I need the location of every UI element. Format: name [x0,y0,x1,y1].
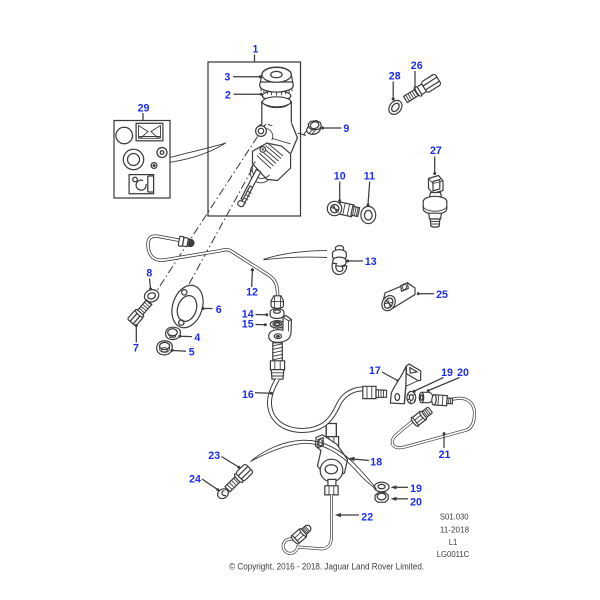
svg-text:23: 23 [208,450,220,462]
svg-text:2: 2 [225,89,231,101]
svg-text:L1: L1 [449,537,458,547]
svg-text:19: 19 [410,483,422,495]
svg-text:4: 4 [194,332,200,344]
svg-text:11: 11 [364,171,375,183]
svg-text:22: 22 [361,512,373,524]
svg-text:24: 24 [189,473,201,485]
svg-text:7: 7 [133,343,139,355]
svg-text:16: 16 [242,389,254,401]
svg-text:1: 1 [253,44,259,56]
svg-text:20: 20 [410,497,422,509]
svg-text:25: 25 [436,289,448,301]
svg-text:8: 8 [146,268,152,280]
svg-text:29: 29 [138,103,150,115]
svg-text:19: 19 [441,367,453,379]
svg-text:27: 27 [430,145,442,157]
svg-text:3: 3 [224,71,230,83]
svg-text:12: 12 [246,287,258,299]
svg-text:9: 9 [343,123,349,135]
svg-text:18: 18 [370,456,382,468]
svg-text:17: 17 [369,365,381,377]
svg-text:15: 15 [242,319,254,331]
svg-text:S01.030: S01.030 [440,512,469,522]
svg-text:26: 26 [411,60,423,72]
svg-text:6: 6 [216,304,222,316]
svg-text:© Copyright, 2016 - 2018. Jagu: © Copyright, 2016 - 2018. Jaguar Land Ro… [229,561,424,571]
svg-text:13: 13 [365,256,377,268]
svg-text:21: 21 [439,449,451,461]
svg-text:28: 28 [389,71,401,83]
svg-text:LG0011C: LG0011C [437,549,470,559]
svg-text:11-2018: 11-2018 [440,524,470,534]
svg-text:20: 20 [457,367,469,379]
svg-text:14: 14 [242,309,254,321]
svg-text:5: 5 [189,347,195,359]
svg-text:10: 10 [334,171,346,183]
